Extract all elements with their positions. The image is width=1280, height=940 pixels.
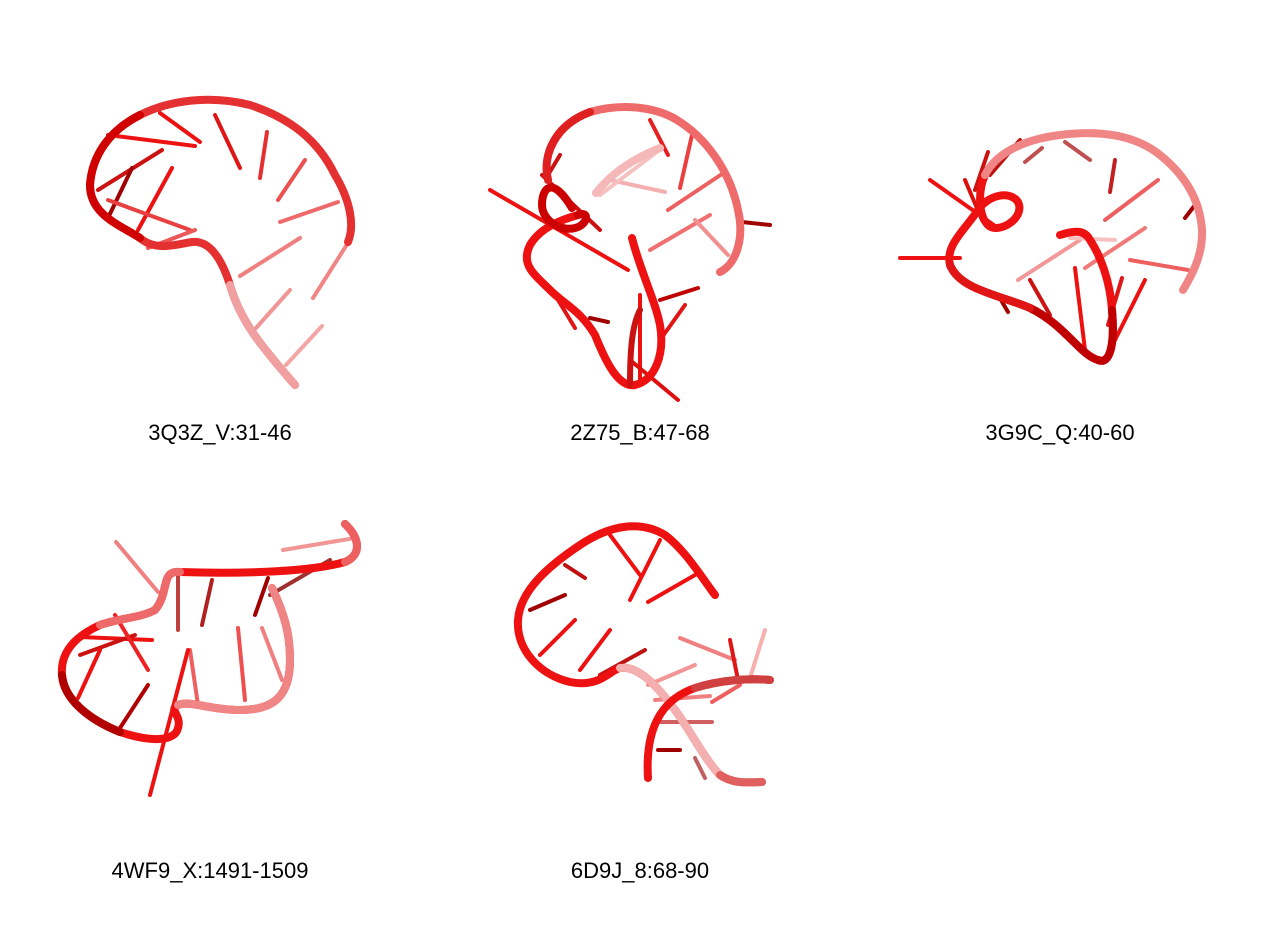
panel-caption: 6D9J_8:68-90 — [570, 858, 710, 883]
panel-caption: 3G9C_Q:40-60 — [985, 420, 1135, 445]
rna-panel-2z75: 2Z75_B:47-68 — [480, 80, 800, 460]
rna-panel-4wf9: 4WF9_X:1491-1509 — [40, 510, 380, 900]
nucleotide-bases — [76, 536, 357, 797]
panel-caption: 3Q3Z_V:31-46 — [148, 420, 292, 445]
nucleotide-bases — [96, 111, 348, 367]
rna-cartoon-3g9c — [898, 129, 1207, 365]
rna-panel-3q3z: 3Q3Z_V:31-46 — [60, 80, 380, 460]
rna-cartoon-3q3z — [86, 95, 356, 389]
backbone-strand — [522, 211, 666, 390]
rna-panel-6d9j: 6D9J_8:68-90 — [480, 510, 800, 900]
rna-cartoon-2z75 — [488, 103, 772, 402]
panel-caption: 4WF9_X:1491-1509 — [111, 858, 309, 883]
rna-panel-3g9c: 3G9C_Q:40-60 — [898, 80, 1220, 460]
backbone-strand — [86, 95, 356, 389]
rna-cartoon-4wf9 — [57, 520, 361, 797]
panel-caption: 2Z75_B:47-68 — [570, 420, 710, 445]
rna-cartoon-6d9j — [513, 522, 774, 787]
